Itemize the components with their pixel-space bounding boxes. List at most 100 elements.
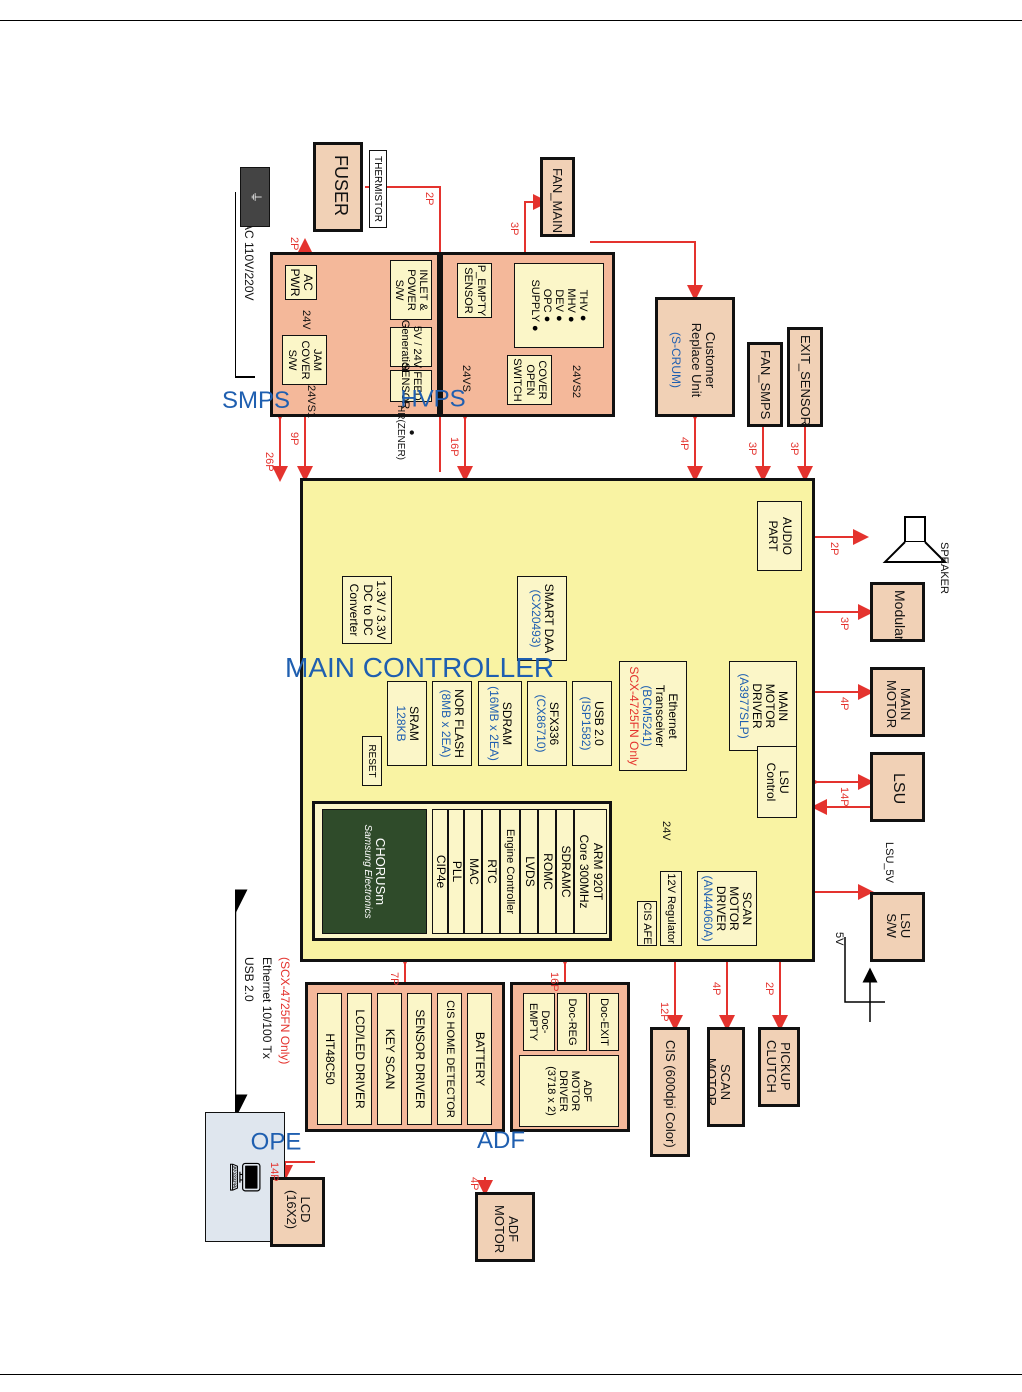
sfx336-sub: (CX86710) — [534, 694, 548, 753]
scan-motor-driver-label: SCAN MOTOR DRIVER — [714, 885, 755, 932]
lsu-block: LSU — [870, 752, 925, 822]
adf-motor-block: ADF MOTOR — [475, 1192, 535, 1262]
ethernet-note: SCX-4725FN Only — [626, 666, 641, 766]
pin-4p-main-motor: 4P — [838, 697, 850, 711]
ope-lcd-led-driver: LCD/LED DRIVER — [347, 993, 372, 1125]
main-motor-label: MAIN MOTOR — [883, 680, 913, 729]
ac-power-label: AC 110V/220V — [242, 222, 256, 301]
p-empty-sensor-cell: P_EMPTY SENSOR — [457, 263, 492, 318]
power-plug-icon: ⏚ — [240, 167, 270, 227]
cpu-fn-cip4e: CIP4e — [432, 809, 448, 934]
sdram-cell: SDRAM (16MB x 2EA) — [478, 681, 522, 766]
ope-ht48c50: HT48C50 — [317, 993, 342, 1125]
speaker-icon — [882, 516, 948, 563]
pin-3p-fan-smps: 3P — [746, 442, 758, 456]
sfx336-label: SFX336 — [547, 701, 562, 746]
ope-block: HT48C50 LCD/LED DRIVER KEY SCAN SENSOR D… — [305, 982, 505, 1132]
pin-7p: 7P — [388, 972, 400, 986]
pickup-clutch-label: PICKUP CLUTCH — [763, 1040, 793, 1093]
pc-link-note: (SCX-4725FN Only) — [278, 957, 292, 1065]
jam-cover-cell: JAM COVER S/W — [282, 335, 327, 385]
main-controller-title: MAIN CONTROLLER — [285, 652, 555, 683]
adf-motor-driver-cell: ADF MOTOR DRIVER (3718 x 2) — [519, 1055, 619, 1127]
audio-part-cell: AUDIO PART — [757, 501, 802, 571]
gen-cell: 5V / 24V Generation — [390, 320, 432, 374]
ethernet-cell: Ethernet Transceiver (BCM5241) SCX-4725F… — [619, 661, 687, 771]
exit-sensor-block: EXIT_SENSOR — [787, 327, 823, 427]
hvps-24vs2-label: 24VS2 — [570, 365, 582, 399]
ope-title: OPE — [250, 1128, 302, 1156]
pc-link-eth: Ethernet 10/100 Tx — [260, 957, 274, 1059]
exit-sensor-label: EXIT_SENSOR — [798, 335, 813, 427]
doc-empty-cell: Doc-EMPTY — [523, 993, 555, 1051]
pin-4p-crum: 4P — [678, 437, 690, 451]
main-motor-driver-cell: MAIN MOTOR DRIVER (A3977SLP) — [729, 661, 797, 751]
sdram-sub: (16MB x 2EA) — [487, 686, 501, 761]
pin-2p-pickup: 2P — [763, 982, 775, 996]
adf-block: ADF MOTOR DRIVER (3718 x 2) Doc-EMPTY Do… — [510, 982, 630, 1132]
fan-main-block: FAN_MAIN — [540, 157, 575, 237]
adf-title: ADF — [477, 1127, 525, 1154]
cpu-function-list: ARM 920T Core 300MHz SDRAMC ROMC LVDS En… — [432, 809, 607, 934]
nor-flash-sub: (8MB x 2EA) — [439, 689, 453, 758]
inlet-cell: INLET & POWER S/W — [390, 260, 432, 320]
lsu-sw-block: LSU S/W — [870, 892, 925, 962]
fan-main-label: FAN_MAIN — [550, 168, 565, 234]
hvps-title: HVPS — [400, 385, 466, 413]
usb-chip-label: USB 2.0 — [592, 701, 607, 746]
lsu-sw-5v-label: 5V — [833, 932, 845, 946]
chip-maker: Samsung Electronics — [361, 824, 373, 919]
pin-9p: 9P — [288, 432, 300, 446]
ope-battery: BATTERY — [467, 993, 492, 1125]
usb-chip-sub: (ISP1582) — [579, 696, 593, 751]
scan-motor-driver-cell: SCAN MOTOR DRIVER (AN44060A) — [697, 871, 757, 946]
fuser-block: FUSER — [313, 142, 363, 232]
pin-3p-modular: 3P — [838, 617, 850, 631]
lsu-control-cell: LSU Control — [757, 746, 797, 818]
dcdc-cell: 1.3V / 3.3V DC to DC Converter — [342, 576, 392, 644]
sram-cell: SRAM 128KB — [387, 681, 427, 766]
cpu-fn-romc: ROMC — [538, 809, 556, 934]
block-diagram: AC PWR 24V JAM COVER S/W 24VS1 INLET & P… — [205, 122, 1022, 1392]
hvps-block: P_EMPTY SENSOR THV ● MHV ● DEV ● OPC ● S… — [440, 252, 615, 417]
pin-4p-scan: 4P — [710, 982, 722, 996]
pin-16p-adf: 16P — [548, 972, 560, 992]
lcd-label: LCD (16X2) — [283, 1190, 313, 1230]
ac-pwr-cell: AC PWR — [285, 265, 317, 300]
pin-4p-adf-motor: 4P — [468, 1177, 480, 1191]
smart-daa-label: SMART DAA — [542, 583, 557, 654]
sram-sub: 128KB — [394, 705, 408, 742]
sram-label: SRAM — [407, 706, 422, 741]
ethernet-sub: (BCM5241) — [640, 685, 654, 747]
page-bottom-rule — [0, 1374, 1022, 1375]
ope-key-scan: KEY SCAN — [377, 993, 402, 1125]
ope-cis-home-detector: CIS HOME DETECTOR — [437, 993, 462, 1125]
smart-daa-cell: SMART DAA (CX20493) — [517, 576, 567, 661]
crum-block: Customer Replace Unit (S-CRUM) — [655, 297, 735, 417]
lsu-label: LSU — [890, 773, 907, 805]
scan-motor-label: SCAN MOTOR — [703, 1057, 733, 1107]
cis-afe-cell: CIS AFE — [637, 901, 657, 946]
sfx336-cell: SFX336 (CX86710) — [527, 681, 567, 766]
smps-title: SMPS — [221, 387, 291, 415]
lcd-block: LCD (16X2) — [270, 1177, 325, 1247]
pin-3p-fan-main: 3P — [508, 222, 520, 236]
speaker-label: SPEAKER — [938, 542, 950, 594]
main-controller-block: 1.3V / 3.3V DC to DC Converter SMART DAA… — [300, 478, 815, 962]
scan-motor-driver-sub: (AN44060A) — [700, 875, 715, 942]
cpu-fn-rtc: RTC — [482, 809, 500, 934]
fan-smps-label: FAN_SMPS — [758, 350, 773, 420]
modular-block: Modular — [870, 582, 925, 642]
smps-24vs1-label: 24VS1 — [305, 385, 317, 419]
lsu-sw-label: LSU S/W — [883, 913, 913, 939]
pin-16p: 16P — [448, 437, 460, 457]
crum-title: Customer Replace Unit — [688, 322, 718, 398]
cpu-fn-lvds: LVDS — [520, 809, 538, 934]
cpu-fn-arm: ARM 920T Core 300MHz — [574, 809, 607, 934]
fan-smps-block: FAN_SMPS — [747, 342, 783, 427]
pin-3p-exit: 3P — [788, 442, 800, 456]
pickup-clutch-block: PICKUP CLUTCH — [758, 1027, 800, 1107]
pin-14p-lcd: 14P — [268, 1162, 280, 1182]
doc-reg-cell: Doc-REG — [557, 993, 587, 1051]
pin-26p: 26P — [263, 452, 275, 472]
